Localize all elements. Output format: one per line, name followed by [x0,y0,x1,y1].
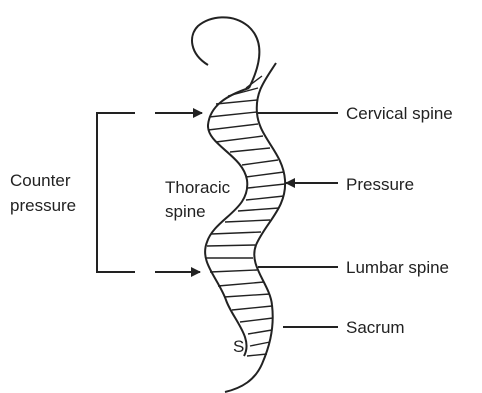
label-sacrum-s-marker: S [233,337,244,356]
label-thoracic-spine-line1: Thoracic [165,178,231,197]
label-thoracic-spine-line2: spine [165,202,206,221]
label-sacrum: Sacrum [346,318,405,337]
label-counter-pressure-line1: Counter [10,171,71,190]
label-lumbar-spine: Lumbar spine [346,258,449,277]
spine-outline [192,17,285,392]
label-pressure: Pressure [346,175,414,194]
label-cervical-spine: Cervical spine [346,104,453,123]
counter-pressure-bracket [97,113,135,272]
label-counter-pressure-line2: pressure [10,196,76,215]
